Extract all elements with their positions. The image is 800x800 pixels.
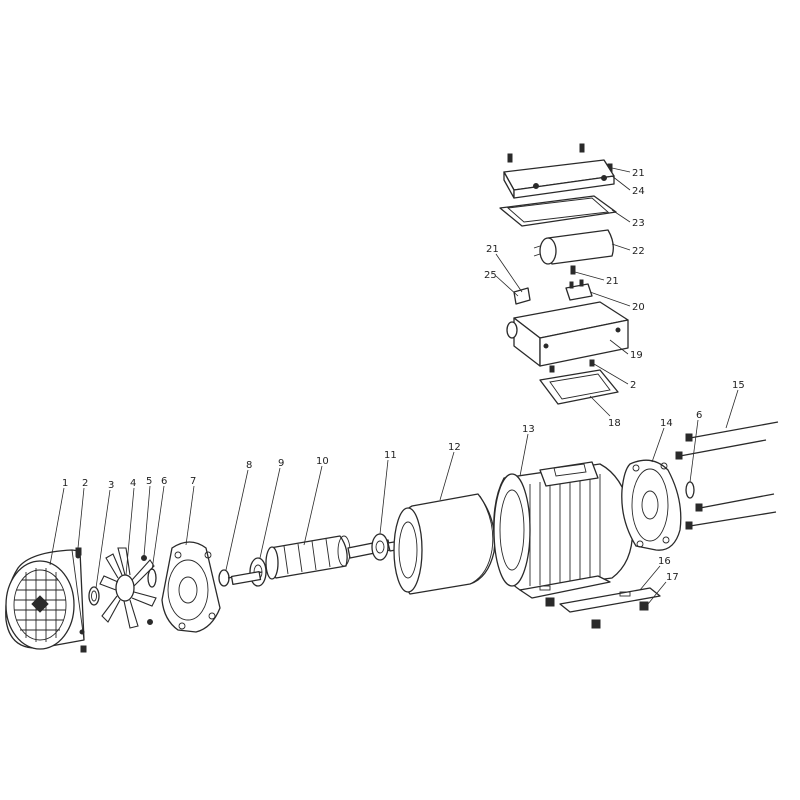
callout-23: 23 bbox=[632, 218, 645, 229]
callout-10: 10 bbox=[316, 456, 329, 467]
callout-labels: 1 2 3 4 5 6 7 8 9 10 11 12 13 14 15 6 16… bbox=[62, 168, 745, 583]
terminal-box bbox=[506, 301, 629, 367]
callout-2: 2 bbox=[82, 478, 88, 489]
callout-2-box: 2 bbox=[630, 380, 636, 391]
terminal-box-gasket bbox=[539, 369, 619, 405]
callout-14: 14 bbox=[660, 418, 673, 429]
tie-rods bbox=[675, 421, 779, 530]
mounting-feet bbox=[519, 575, 661, 613]
callout-9: 9 bbox=[278, 458, 284, 469]
callout-21-terminal: 21 bbox=[606, 276, 619, 287]
callout-22: 22 bbox=[632, 246, 645, 257]
callout-7: 7 bbox=[190, 476, 196, 487]
callout-18: 18 bbox=[608, 418, 621, 429]
seal-6 bbox=[147, 568, 157, 588]
callout-4: 4 bbox=[130, 478, 136, 489]
leader-lines bbox=[49, 167, 739, 605]
lid-gasket bbox=[499, 195, 617, 227]
foot-bolts bbox=[545, 597, 649, 629]
front-end-shield bbox=[621, 459, 682, 551]
callout-25: 25 bbox=[484, 270, 497, 281]
wave-washer-8 bbox=[218, 569, 230, 587]
terminal-block bbox=[565, 279, 593, 301]
seal-6-front bbox=[685, 481, 695, 499]
circlip-3 bbox=[88, 586, 100, 606]
callout-8: 8 bbox=[246, 460, 252, 471]
callout-13: 13 bbox=[522, 424, 535, 435]
front-bearing bbox=[371, 533, 389, 561]
cable-clamp bbox=[513, 287, 531, 305]
terminal-box-lid bbox=[503, 159, 615, 199]
callout-11: 11 bbox=[384, 450, 397, 461]
washer-5 bbox=[141, 555, 153, 625]
callout-24: 24 bbox=[632, 186, 645, 197]
capacitor bbox=[533, 229, 614, 265]
callout-3: 3 bbox=[108, 480, 114, 491]
rear-end-shield bbox=[161, 541, 221, 633]
callout-1: 1 bbox=[62, 478, 68, 489]
motor-housing bbox=[493, 461, 634, 591]
callout-6: 6 bbox=[161, 476, 167, 487]
callout-6-front: 6 bbox=[696, 410, 702, 421]
callout-16: 16 bbox=[658, 556, 671, 567]
rotor-shaft bbox=[227, 535, 408, 586]
callout-15: 15 bbox=[732, 380, 745, 391]
stator bbox=[393, 493, 496, 595]
callout-19: 19 bbox=[630, 350, 643, 361]
cooling-fan bbox=[99, 547, 157, 629]
callout-21-clamp: 21 bbox=[486, 244, 499, 255]
callout-21-lid: 21 bbox=[632, 168, 645, 179]
callout-12: 12 bbox=[448, 442, 461, 453]
fan-cover bbox=[5, 549, 85, 650]
callout-20: 20 bbox=[632, 302, 645, 313]
callout-17: 17 bbox=[666, 572, 679, 583]
callout-5: 5 bbox=[146, 476, 152, 487]
screw-2 bbox=[75, 547, 87, 653]
